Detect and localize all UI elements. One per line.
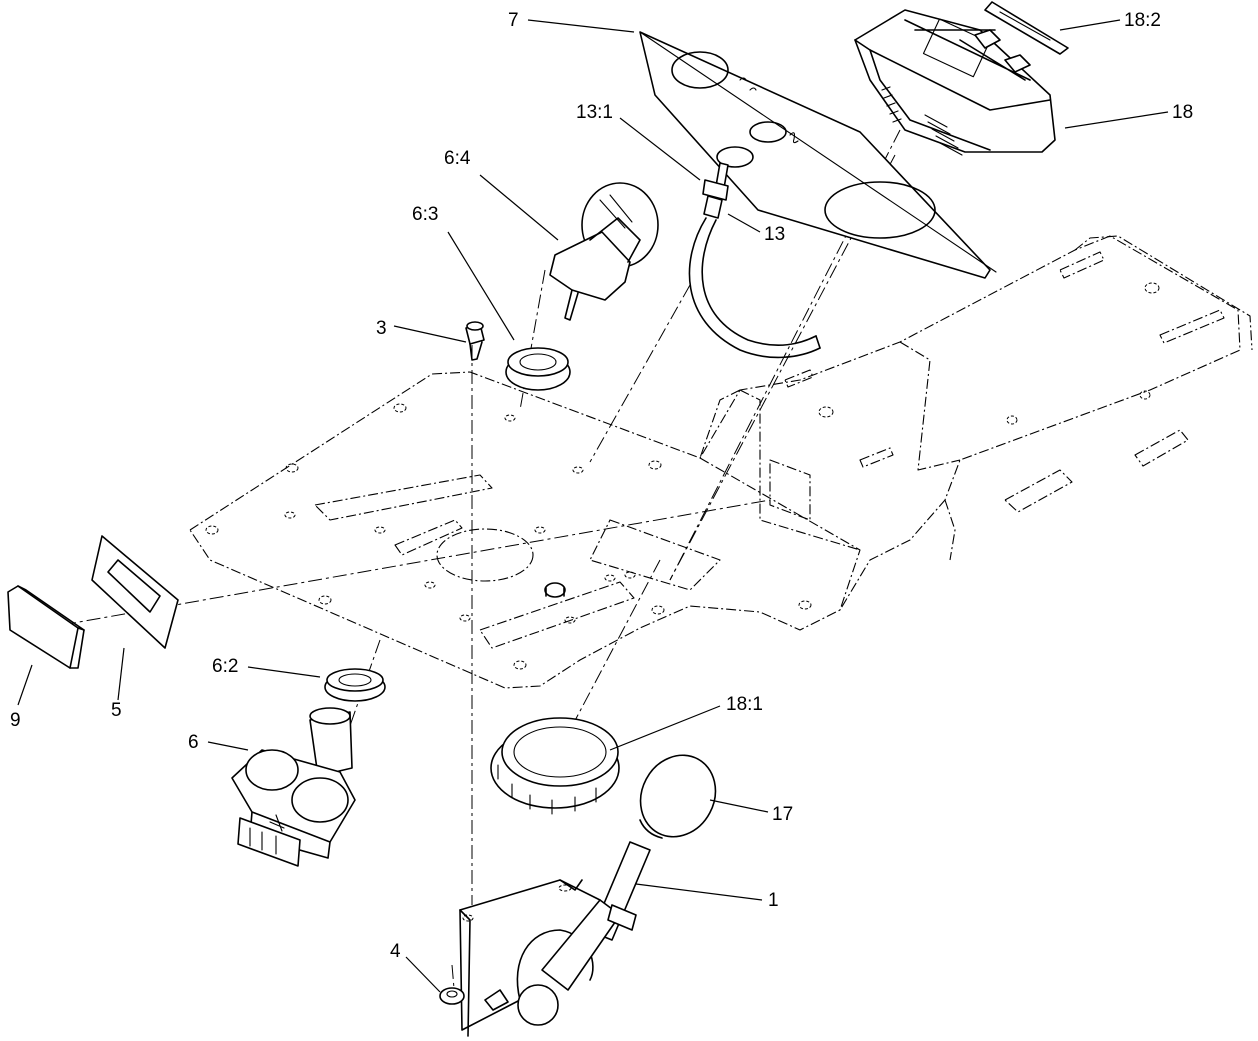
part-1-control-lever xyxy=(459,841,651,1037)
callout-18: 18 xyxy=(1172,102,1193,123)
callout-17: 17 xyxy=(772,804,793,825)
callout-7: 7 xyxy=(508,10,519,31)
callout-1: 1 xyxy=(768,890,779,911)
callout-6-4: 6:4 xyxy=(444,148,471,169)
alignment-center-lines xyxy=(61,129,901,1001)
callout-18-1: 18:1 xyxy=(726,694,763,715)
part-6-4-knob xyxy=(549,182,659,321)
part-17-knob xyxy=(639,754,717,839)
callout-13-1: 13:1 xyxy=(576,102,613,123)
callout-3: 3 xyxy=(376,318,387,339)
part-6-3-nut xyxy=(505,347,571,391)
part-18-2-decal xyxy=(984,1,1069,55)
callout-5: 5 xyxy=(111,700,122,721)
callout-4: 4 xyxy=(390,941,401,962)
callout-9: 9 xyxy=(10,710,21,731)
part-7-panel xyxy=(639,31,997,279)
callout-13: 13 xyxy=(764,224,785,245)
leader-lines xyxy=(17,19,1169,993)
callout-18-2: 18:2 xyxy=(1124,10,1161,31)
callout-labels: 7 18:2 18 13:1 13 6:4 6:3 3 9 5 6:2 6 18… xyxy=(10,10,1193,962)
part-18-hour-meter xyxy=(854,9,1056,156)
callout-6-3: 6:3 xyxy=(412,204,438,225)
callout-6-2: 6:2 xyxy=(212,656,238,677)
part-4-nut xyxy=(439,987,465,1005)
part-6-switch xyxy=(231,707,356,867)
part-6-2-nut xyxy=(324,668,386,702)
part-13-choke-cable xyxy=(688,146,821,359)
part-18-1-ring xyxy=(490,717,620,815)
part-3-screw xyxy=(465,321,485,361)
part-9-plug xyxy=(7,585,85,669)
callout-6: 6 xyxy=(188,732,199,753)
part-5-gasket xyxy=(91,535,179,649)
mounting-frame xyxy=(189,235,1253,689)
